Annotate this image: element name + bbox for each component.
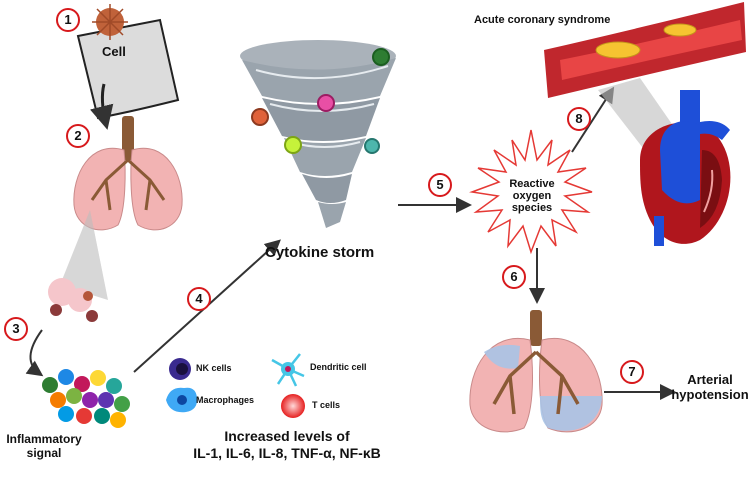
increased-levels-line2: IL-1, IL-6, IL-8, TNF-α, NF-κB [193, 445, 381, 461]
t-cell-icon [281, 394, 305, 418]
legend-macrophages: Macrophages [196, 395, 255, 405]
alveoli-icon [48, 278, 98, 322]
increased-levels-line1: Increased levels of [224, 428, 350, 444]
cell-label: Cell [102, 44, 126, 59]
arterial-label-line2: hypotension [671, 387, 749, 402]
lungs-icon [73, 116, 183, 231]
legend-nk-cells: NK cells [196, 363, 232, 373]
heart-icon [640, 90, 731, 246]
artery-icon [544, 2, 746, 98]
legend-dendritic-cell: Dendritic cell [310, 362, 367, 372]
arterial-label-line1: Arterial [687, 372, 733, 387]
legend-t-cells: T cells [312, 400, 341, 410]
fluid-filled-lungs-icon [469, 310, 603, 433]
step-badge-5: 5 [428, 173, 452, 197]
inflammatory-cells-cluster [42, 369, 130, 428]
step-badge-4: 4 [187, 287, 211, 311]
inflammatory-label-line1: Inflammatory [6, 432, 82, 446]
increased-levels-label: Increased levels of IL-1, IL-6, IL-8, TN… [182, 428, 392, 462]
step-badge-8: 8 [567, 107, 591, 131]
ros-label-line3: species [511, 202, 553, 214]
inflammatory-signal-label: Inflammatory signal [4, 432, 84, 460]
macrophage-icon [166, 387, 198, 413]
step-badge-3: 3 [4, 317, 28, 341]
reactive-oxygen-species-burst [469, 129, 593, 255]
ros-label: Reactive oxygen species [500, 178, 564, 214]
nk-cell-icon [169, 358, 191, 380]
cytokine-storm-tornado-icon [240, 40, 396, 228]
cytokine-storm-label: Cytokine storm [265, 244, 375, 261]
inflammatory-label-line2: signal [26, 446, 62, 460]
step-badge-1: 1 [56, 8, 80, 32]
acute-coronary-syndrome-label: Acute coronary syndrome [474, 14, 611, 26]
ros-label-line2: oxygen [512, 190, 552, 202]
dendritic-cell-icon [271, 353, 305, 387]
arterial-hypotension-label: Arterial hypotension [670, 372, 750, 402]
step-badge-6: 6 [502, 265, 526, 289]
step-badge-7: 7 [620, 360, 644, 384]
step-badge-2: 2 [66, 124, 90, 148]
infected-cell-icon [76, 4, 180, 120]
ros-label-line1: Reactive [509, 178, 555, 190]
